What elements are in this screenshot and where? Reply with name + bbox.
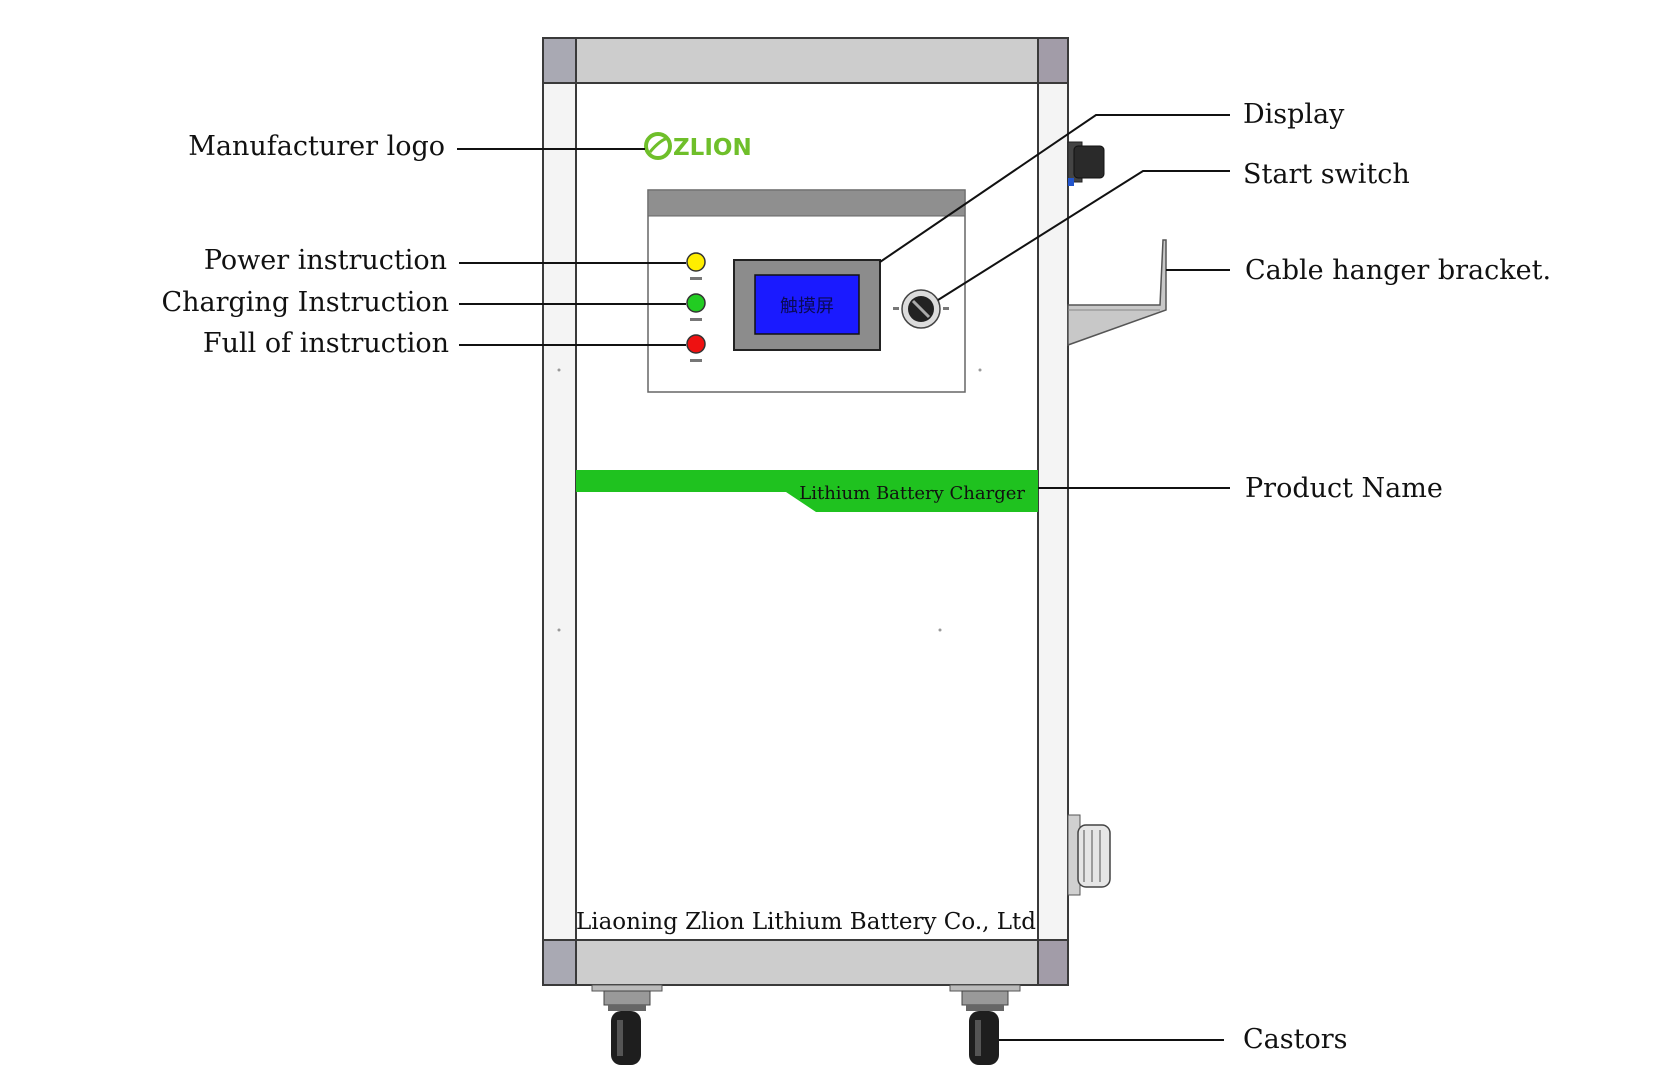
label-display: Display [1243, 99, 1345, 130]
label-manufacturer-logo: Manufacturer logo [188, 131, 445, 162]
castor-left [591, 984, 663, 1065]
cabinet-left-frame [542, 37, 577, 984]
cabinet-right-frame [1037, 37, 1069, 984]
control-panel-header [647, 189, 966, 217]
leader-start-switch [937, 170, 1230, 301]
bottom-cable-gland [1067, 814, 1111, 896]
bottom-frame-bar [542, 939, 1069, 986]
product-banner: Lithium Battery Charger [576, 470, 1038, 512]
top-frame-right-corner [1037, 37, 1069, 84]
leader-display [879, 114, 1230, 263]
leaf-icon [644, 132, 672, 160]
top-frame-bar [542, 37, 1069, 84]
label-cable-hanger: Cable hanger bracket. [1245, 255, 1551, 286]
full-indicator-light [686, 334, 706, 354]
cable-hanger-bracket [1067, 239, 1167, 347]
company-name: Liaoning Zlion Lithium Battery Co., Ltd [576, 909, 1036, 935]
label-castors: Castors [1243, 1024, 1347, 1055]
product-banner-text: Lithium Battery Charger [799, 483, 1025, 504]
callout-labels: Manufacturer logo Power instruction Char… [161, 99, 1551, 1055]
display-screen [754, 274, 860, 335]
top-cable-gland [1067, 141, 1105, 186]
label-start-switch: Start switch [1243, 159, 1410, 190]
bottom-frame-right-corner [1037, 939, 1069, 986]
power-indicator-light [686, 252, 706, 272]
leader-lines [457, 114, 1230, 1041]
label-full-instruction: Full of instruction [203, 328, 449, 359]
top-frame-left-corner [542, 37, 577, 84]
zlion-logo: ZLION [644, 132, 752, 161]
control-panel: 触摸屏 [647, 189, 966, 393]
charging-indicator-light [686, 293, 706, 313]
start-switch-knob [893, 289, 949, 329]
label-charging-instruction: Charging Instruction [161, 287, 449, 318]
label-product-name: Product Name [1245, 473, 1443, 504]
castor-right [949, 984, 1021, 1065]
display-screen-text: 触摸屏 [780, 296, 834, 317]
label-power-instruction: Power instruction [204, 245, 447, 276]
bottom-frame-left-corner [542, 939, 577, 986]
logo-text: ZLION [673, 135, 752, 161]
